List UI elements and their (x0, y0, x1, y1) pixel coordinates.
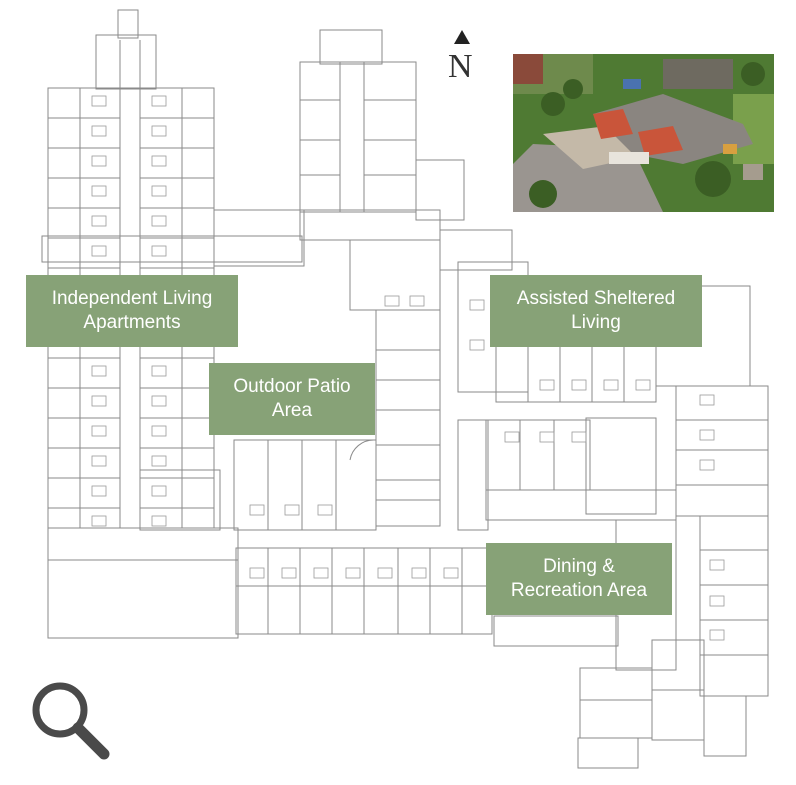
southeast-block-outline (577, 639, 747, 769)
north-letter: N (448, 48, 473, 85)
bathroom-fixture (635, 379, 651, 391)
bathroom-fixture (317, 504, 333, 516)
bathroom-fixture (539, 431, 555, 443)
middle-column-outline (349, 229, 529, 501)
area-label-line: Independent Living (51, 288, 213, 309)
bathroom-fixture (384, 295, 400, 307)
bathroom-fixture (151, 155, 167, 167)
east-wing-outline (495, 285, 769, 697)
bathroom-fixture (409, 295, 425, 307)
north-indicator: N (444, 30, 480, 90)
bathroom-fixture (699, 429, 715, 441)
bathroom-fixture (571, 431, 587, 443)
bathroom-fixture (91, 125, 107, 137)
bathroom-fixture (151, 95, 167, 107)
bathroom-fixture (469, 339, 485, 351)
bathroom-fixture (411, 567, 427, 579)
bathroom-fixture (443, 567, 459, 579)
bathroom-fixture (313, 567, 329, 579)
area-label-line: Assisted Sheltered (516, 288, 676, 309)
area-label-text: Dining & Recreation Area (511, 555, 647, 603)
bathroom-fixture (699, 394, 715, 406)
south-row-outline (233, 439, 493, 635)
bathroom-fixture (91, 485, 107, 497)
bathroom-fixture (151, 515, 167, 527)
bathroom-fixture (151, 125, 167, 137)
bathroom-fixture (91, 395, 107, 407)
area-label-dining[interactable]: Dining & Recreation Area (486, 543, 672, 615)
bathroom-fixture (709, 559, 725, 571)
bathroom-fixture (151, 215, 167, 227)
bathroom-fixture (284, 504, 300, 516)
area-label-line: Apartments (83, 312, 181, 333)
bathroom-fixture (377, 567, 393, 579)
bathroom-fixture (603, 379, 619, 391)
bathroom-fixture (709, 595, 725, 607)
bathroom-fixture (504, 431, 520, 443)
magnifier-icon (32, 682, 110, 760)
bathroom-fixture (151, 455, 167, 467)
bathroom-fixture (91, 95, 107, 107)
area-label-line: Area (271, 400, 313, 421)
aerial-photo-image (513, 54, 774, 212)
bathroom-fixture (151, 485, 167, 497)
bathroom-fixture (539, 379, 555, 391)
zoom-button[interactable] (28, 678, 114, 764)
area-label-line: Living (571, 312, 621, 333)
bathroom-fixture (699, 459, 715, 471)
bathroom-fixture (151, 365, 167, 377)
bathroom-fixture (91, 515, 107, 527)
bathroom-fixture (469, 299, 485, 311)
bathroom-fixture (91, 155, 107, 167)
bathroom-fixture (91, 215, 107, 227)
dining-block-outline (457, 417, 677, 671)
connector-corridors (41, 209, 305, 639)
aerial-photo[interactable] (513, 54, 774, 212)
bathroom-fixture (91, 245, 107, 257)
bathroom-fixture (281, 567, 297, 579)
north-arrow-icon (454, 30, 470, 44)
bathroom-fixture (151, 245, 167, 257)
bathroom-fixture (151, 395, 167, 407)
bathroom-fixture (91, 185, 107, 197)
area-label-line: Recreation Area (510, 580, 648, 601)
area-label-line: Outdoor Patio (233, 376, 351, 397)
bathroom-fixture (91, 425, 107, 437)
bathroom-fixture (151, 425, 167, 437)
bathroom-fixture (345, 567, 361, 579)
bathroom-fixture (249, 567, 265, 579)
bathroom-fixture (571, 379, 587, 391)
bathroom-fixture (249, 504, 265, 516)
bathroom-fixture (91, 455, 107, 467)
north-block-outline (299, 29, 465, 241)
bathroom-fixture (91, 365, 107, 377)
bathroom-fixture (151, 185, 167, 197)
bathroom-fixture (709, 629, 725, 641)
west-wing-outline (47, 9, 215, 529)
area-label-line: Dining & (543, 556, 615, 577)
